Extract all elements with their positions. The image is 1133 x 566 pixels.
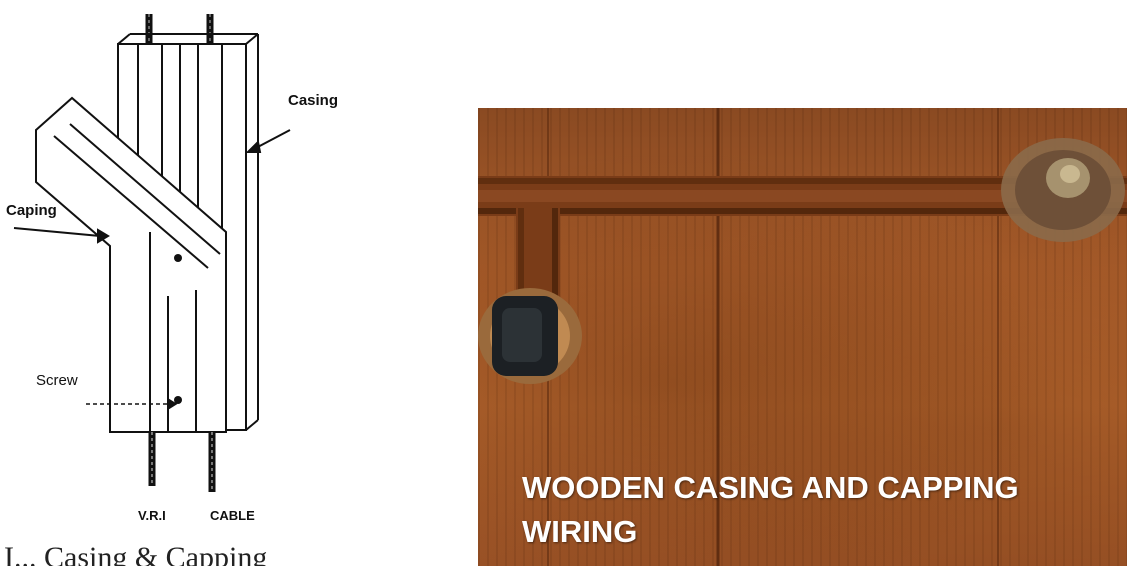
wooden-wall-drawing [478, 108, 1127, 566]
screw-label: Screw [36, 372, 78, 389]
vri-label: V.R.I [138, 508, 166, 523]
casing-capping-diagram: Casing Caping Screw V.R.I CABLE I... Cas… [0, 0, 470, 566]
diagram-caption: I... Casing & Capping [4, 541, 268, 566]
cable-label: CABLE [210, 508, 255, 523]
caping-arrow [13, 227, 110, 244]
ceiling-rose-left [478, 288, 582, 384]
casing-label: Casing [288, 92, 339, 109]
photo-title: WOODEN CASING AND CAPPING WIRING [522, 470, 1019, 549]
ceiling-rose-right [1001, 138, 1125, 242]
screw-lower [174, 396, 182, 404]
casing-arrow [245, 129, 291, 153]
wooden-casing-photo: WOODEN CASING AND CAPPING WIRING [478, 108, 1127, 566]
screw-arrow [86, 397, 178, 411]
casing-capping-drawing [13, 14, 291, 492]
screw-upper [174, 254, 182, 262]
caping-label: Caping [6, 202, 57, 219]
